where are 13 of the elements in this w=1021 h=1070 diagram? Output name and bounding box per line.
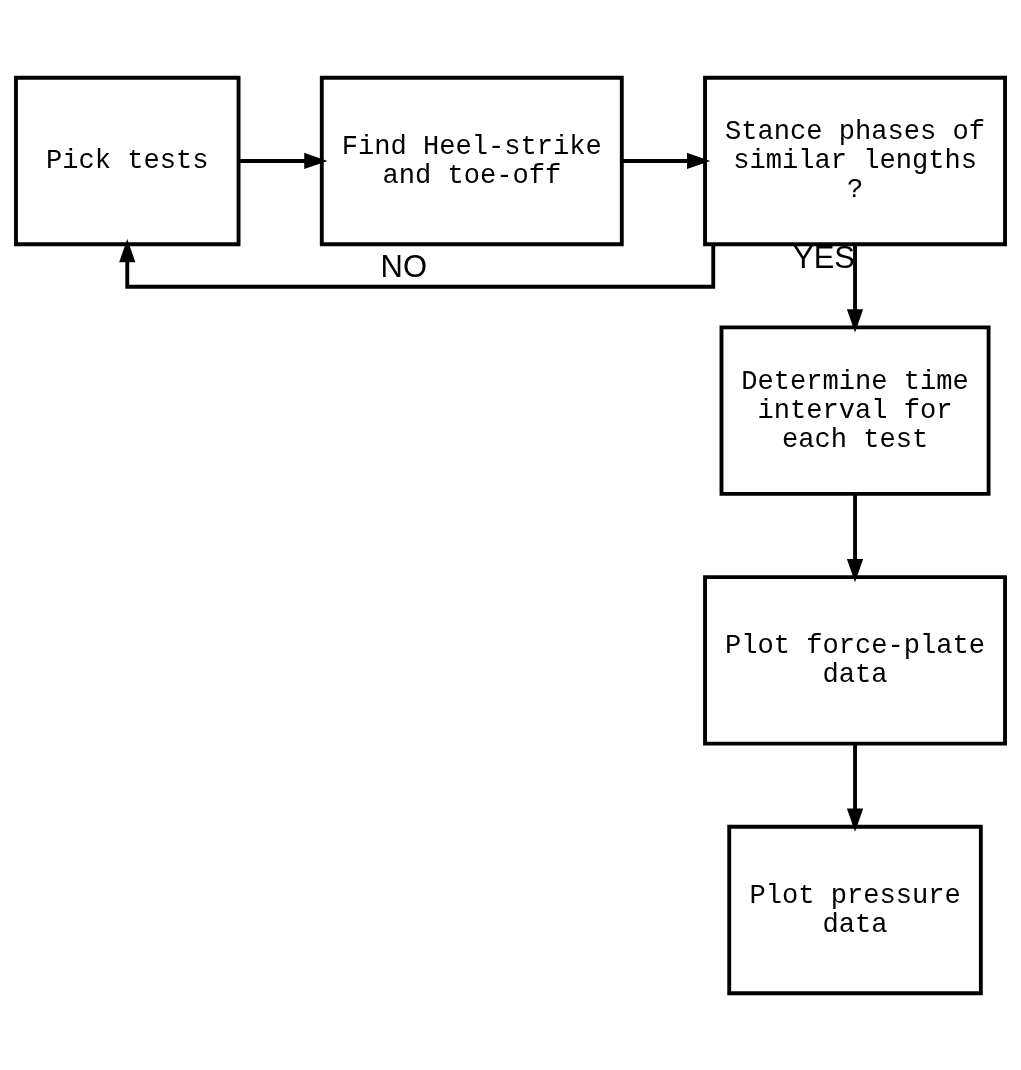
- edge-label: NO: [380, 248, 428, 284]
- node-box: Stance phases of similar lengths ?: [703, 75, 1007, 246]
- arrow: [119, 238, 716, 289]
- node-box: Plot pressure data: [727, 824, 983, 995]
- node-box: Determine time interval for each test: [719, 325, 991, 496]
- arrow: [622, 152, 711, 169]
- arrow: [239, 152, 328, 169]
- arrow: [846, 494, 864, 582]
- node-box: Plot force-plate data: [703, 574, 1007, 745]
- arrow: [846, 743, 864, 832]
- node-box: Pick tests: [14, 75, 241, 246]
- node-box: Find Heel-strike and toe-off: [319, 75, 624, 246]
- arrow: [846, 244, 864, 332]
